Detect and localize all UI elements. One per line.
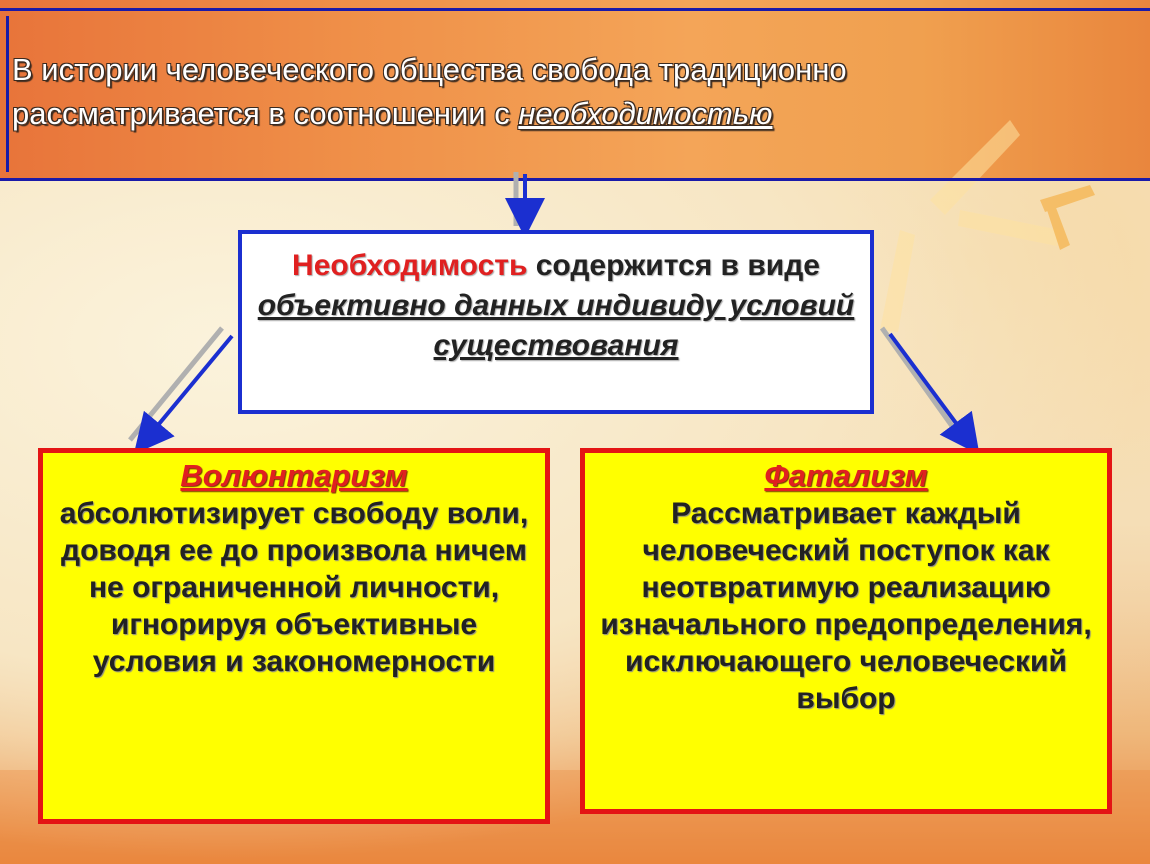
fatalism-heading: Фатализм [764,458,928,493]
title-text: В истории человеческого общества свобода… [12,52,847,131]
title-bottom-rule [0,178,1150,181]
title-top-rule [0,8,1150,11]
arrow-shadow-right [879,326,965,442]
arrow-right [888,332,980,455]
slide-title: В истории человеческого общества свобода… [12,48,1012,136]
voluntarism-box: Волюнтаризм абсолютизирует свободу воли,… [38,448,550,824]
arrow-left [133,334,234,455]
fatalism-box: Фатализм Рассматривает каждый человеческ… [580,448,1112,814]
necessity-box: Необходимость содержится в виде объектив… [238,230,874,414]
title-frame [6,16,1144,172]
title-banner-background [0,0,1150,180]
necessity-keyword: Необходимость [292,249,528,282]
voluntarism-heading: Волюнтаризм [180,458,408,493]
fatalism-description: Рассматривает каждый человеческий поступ… [600,497,1092,715]
voluntarism-description: абсолютизирует свободу воли, доводя ее д… [59,497,529,678]
necessity-definition: объективно данных индивиду условий сущес… [257,289,855,362]
arrow-shadow-left [128,326,224,442]
necessity-text: Необходимость содержится в виде объектив… [242,246,870,366]
title-emphasis: необходимостью [518,96,773,131]
necessity-connector: содержится в виде [527,249,820,282]
